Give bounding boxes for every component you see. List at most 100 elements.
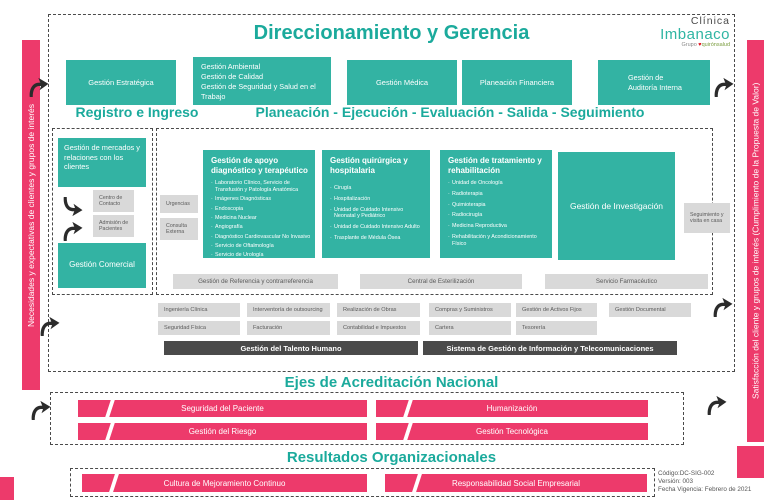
bottom-left-pink-square	[0, 477, 14, 500]
curved-arrow-icon	[28, 399, 52, 423]
document-validity-date: Fecha Vigencia: Febrero de 2021	[658, 485, 752, 493]
bar-talento-humano: Gestión del Talento Humano	[164, 341, 418, 355]
bar-notch	[402, 423, 414, 440]
bar-sistema-informacion: Sistema de Gestión de Información y Tele…	[423, 341, 677, 355]
apoyo-title: Gestión de apoyo diagnóstico y terapéuti…	[211, 156, 308, 175]
quirurgica-item: Unidad de Cuidado Intensivo Neonatal y P…	[330, 207, 426, 221]
box-gestion-documental: Gestión Documental	[609, 303, 691, 317]
left-sidebar-label: Necesidades y expectativas de clientes y…	[26, 103, 36, 327]
logo-imbanaco-text: Imbanaco	[660, 26, 730, 44]
tratamiento-title: Gestión de tratamiento y rehabilitación	[448, 156, 542, 175]
label-registro-ingreso: Registro e Ingreso	[75, 104, 199, 120]
box-cartera: Cartera	[429, 321, 511, 335]
box-gestion-mercados: Gestión de mercados y relaciones con los…	[58, 138, 146, 187]
box-seguridad-fisica: Seguridad Física	[158, 321, 240, 335]
box-urgencias: Urgencias	[160, 195, 198, 213]
curved-arrow-icon	[704, 394, 728, 418]
line-auditoria-interna: Auditoría Interna	[628, 82, 682, 92]
box-tesoreria: Tesorería	[516, 321, 597, 335]
box-central-esterilizacion: Central de Esterilización	[360, 274, 522, 289]
tratamiento-item: Quimioterapia	[448, 202, 548, 209]
logo-group-brand: quirónsalud	[701, 41, 730, 48]
box-referencia-contrarreferencia: Gestión de Referencia y contrarreferenci…	[173, 274, 338, 289]
main-frame	[48, 14, 735, 372]
box-quirurgica-hospitalaria: Gestión quirúrgica y hospitalaria Cirugí…	[322, 150, 430, 258]
box-gestion-ambiental-calidad-sst: Gestión Ambiental Gestión de Calidad Ges…	[193, 57, 331, 105]
apoyo-item: Servicio de Oftalmología	[211, 243, 311, 250]
bar-notch	[104, 400, 116, 417]
label-planeacion-cadena: Planeación - Ejecución - Evaluación - Sa…	[255, 104, 645, 120]
quirurgica-item: Unidad de Cuidado Intensivo Adulto	[330, 224, 426, 231]
curved-arrow-icon	[710, 296, 734, 320]
apoyo-item: Endoscopia	[211, 206, 311, 213]
curved-arrow-icon	[58, 194, 86, 218]
apoyo-item: Laboratorio Clínico, Servicio de Transfu…	[211, 180, 311, 194]
quirurgica-item: Hospitalización	[330, 196, 426, 203]
tratamiento-item: Unidad de Oncología	[448, 180, 548, 187]
box-gestion-comercial: Gestión Comercial	[58, 243, 146, 288]
logo-group-line: Grupo ♥quirónsalud	[618, 41, 730, 49]
quirurgica-item: Trasplante de Médula Ósea	[330, 235, 426, 242]
right-sidebar-label: Satisfacción del cliente y grupos de int…	[750, 82, 761, 400]
quirurgica-item: Cirugía	[330, 185, 426, 192]
quirurgica-title: Gestión quirúrgica y hospitalaria	[330, 156, 408, 175]
box-gestion-medica: Gestión Médica	[347, 60, 457, 105]
box-compras-suministros: Compras y Suministros	[429, 303, 511, 317]
box-facturacion: Facturación	[247, 321, 330, 335]
box-gestion-estrategica: Gestión Estratégica	[66, 60, 176, 105]
line-ambiental: Gestión Ambiental	[201, 62, 261, 71]
box-servicio-farmaceutico: Servicio Farmacéutico	[545, 274, 708, 289]
bar-gestion-riesgo: Gestión del Riesgo	[78, 423, 367, 440]
tratamiento-item: Rehabilitación y Acondicionamiento Físic…	[448, 234, 548, 248]
bar-gestion-tecnologica: Gestión Tecnológica	[376, 423, 648, 440]
box-realizacion-obras: Realización de Obras	[337, 303, 420, 317]
line-sst: Gestión de Seguridad y Salud en el Traba…	[201, 81, 316, 101]
bar-notch	[108, 474, 120, 492]
registro-frame	[52, 128, 153, 295]
box-contabilidad-impuestos: Contabilidad e Impuestos	[337, 321, 420, 335]
box-planeacion-financiera: Planeación Financiera	[462, 60, 572, 105]
box-ingenieria-clinica: Ingeniería Clínica	[158, 303, 240, 317]
curved-arrow-icon	[26, 76, 50, 100]
curved-arrow-icon	[37, 315, 61, 339]
curved-arrow-icon	[711, 76, 735, 100]
bar-humanizacion: Humanización	[376, 400, 648, 417]
line-calidad: Gestión de Calidad	[201, 71, 264, 81]
line-gestion-de: Gestión de	[628, 72, 664, 82]
ejes-frame	[50, 392, 684, 445]
bottom-right-pink-square	[737, 446, 764, 478]
quironsalud-icon: ♥	[698, 41, 702, 48]
bar-seguridad-paciente: Seguridad del Paciente	[78, 400, 367, 417]
box-centro-contacto: Centro de Contacto	[93, 190, 134, 212]
bar-label: Responsabilidad Social Empresarial	[451, 478, 581, 488]
tratamiento-item: Radiocirugía	[448, 212, 548, 219]
box-consulta-externa: Consulta Externa	[160, 218, 198, 240]
box-apoyo-diagnostico: Gestión de apoyo diagnóstico y terapéuti…	[203, 150, 315, 259]
tratamiento-item: Radioterapia	[448, 191, 548, 198]
apoyo-item: Angiografía	[211, 224, 311, 231]
logo-clinica-text: Clínica	[690, 15, 730, 27]
page-title: Direccionamiento y Gerencia	[253, 22, 530, 44]
box-admision-pacientes: Admisión de Pacientes	[93, 215, 134, 237]
bar-label: Gestión Tecnológica	[476, 427, 548, 436]
bar-notch	[104, 423, 116, 440]
apoyo-item: Imágenes Diagnósticas	[211, 196, 311, 203]
resultados-frame	[70, 468, 655, 497]
ejes-title: Ejes de Acreditación Nacional	[284, 374, 499, 391]
apoyo-item: Medicina Nuclear	[211, 215, 311, 222]
logo-group-prefix: Grupo	[681, 41, 697, 48]
bar-label: Humanización	[486, 404, 538, 413]
box-gestion-auditoria-interna: Gestión de Auditoría Interna	[598, 60, 710, 105]
apoyo-item: Diagnóstico Cardiovascular No Invasivo	[211, 234, 311, 241]
bar-label: Gestión del Riesgo	[188, 427, 257, 436]
bar-notch	[411, 474, 423, 492]
box-tratamiento-rehabilitacion: Gestión de tratamiento y rehabilitación …	[440, 150, 552, 258]
curved-arrow-icon	[58, 220, 86, 244]
right-sidebar-band: Satisfacción del cliente y grupos de int…	[747, 40, 764, 442]
box-interventoria-outsourcing: Interventoría de outsourcing	[247, 303, 330, 317]
tratamiento-item: Medicina Reproductiva	[448, 223, 548, 230]
bar-responsabilidad-social: Responsabilidad Social Empresarial	[385, 474, 647, 492]
box-activos-fijos: Gestión de Activos Fijos	[516, 303, 597, 317]
document-code: Código:DC-SIG-002	[658, 470, 715, 477]
